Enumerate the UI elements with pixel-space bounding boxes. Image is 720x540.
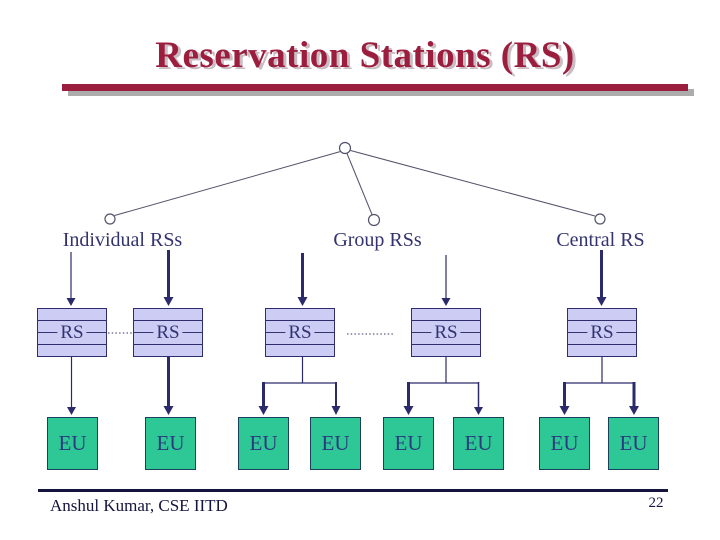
branch-node-individual bbox=[104, 213, 116, 225]
arrowhead-rs5 bbox=[596, 297, 607, 306]
tree-branch-lines bbox=[114, 150, 596, 217]
eu-box-7: EU bbox=[539, 417, 590, 470]
tree-root-node bbox=[338, 141, 352, 155]
eu-box-label: EU bbox=[249, 431, 278, 455]
eu-box-label: EU bbox=[619, 431, 648, 455]
rs-row-divider bbox=[266, 344, 334, 345]
label-to-rs-arrows bbox=[66, 250, 607, 306]
rs-box-2: RS bbox=[133, 308, 203, 357]
eu-box-label: EU bbox=[321, 431, 350, 455]
arrowhead-rs2 bbox=[163, 297, 174, 306]
eu-box-4: EU bbox=[310, 417, 361, 470]
arrowhead-eu5 bbox=[403, 406, 414, 415]
eu-box-label: EU bbox=[550, 431, 579, 455]
arrowhead-eu2 bbox=[163, 406, 174, 415]
branch-label-individual: Individual RSs bbox=[62, 229, 183, 251]
footer-author: Anshul Kumar, CSE IITD bbox=[50, 496, 228, 515]
eu-box-label: EU bbox=[58, 431, 87, 455]
eu-box-5: EU bbox=[383, 417, 434, 470]
eu-box-label: EU bbox=[464, 431, 493, 455]
rs-dotted-links bbox=[108, 332, 393, 335]
arrowhead-eu4 bbox=[331, 406, 341, 415]
rs-box-label: RS bbox=[153, 322, 183, 342]
rs-box-label: RS bbox=[587, 322, 617, 342]
rs-row-divider bbox=[38, 344, 106, 345]
arrowhead-rs4 bbox=[441, 298, 451, 306]
arrowhead-rs3 bbox=[297, 297, 308, 306]
rs-to-eu-connectors bbox=[67, 357, 639, 415]
eu-box-2: EU bbox=[145, 417, 196, 470]
arrowhead-rs1 bbox=[66, 298, 76, 306]
rs-row-divider bbox=[38, 320, 106, 321]
rs-box-label: RS bbox=[285, 322, 315, 342]
eu-box-label: EU bbox=[394, 431, 423, 455]
rs-row-divider bbox=[134, 320, 202, 321]
arrowhead-eu1 bbox=[67, 407, 76, 415]
rs-box-1: RS bbox=[37, 308, 107, 357]
arrowhead-eu3 bbox=[258, 406, 269, 415]
page-number: 22 bbox=[648, 495, 664, 511]
footer-rule bbox=[38, 489, 668, 492]
rs-box-4: RS bbox=[411, 308, 481, 357]
slide-title: Reservation Stations (RS) bbox=[155, 35, 575, 76]
branch-line-group bbox=[346, 153, 373, 215]
arrowhead-eu8 bbox=[629, 406, 639, 415]
branch-node-group bbox=[367, 213, 381, 227]
rs-row-divider bbox=[134, 344, 202, 345]
rs-row-divider bbox=[412, 320, 480, 321]
rs-row-divider bbox=[568, 344, 636, 345]
branch-label-central: Central RS bbox=[556, 229, 645, 251]
rs-box-3: RS bbox=[265, 308, 335, 357]
eu-box-6: EU bbox=[453, 417, 504, 470]
rs-row-divider bbox=[266, 320, 334, 321]
eu-box-8: EU bbox=[608, 417, 659, 470]
eu-box-3: EU bbox=[238, 417, 289, 470]
eu-box-1: EU bbox=[47, 417, 98, 470]
arrowhead-eu7 bbox=[559, 406, 570, 415]
branch-label-group: Group RSs bbox=[333, 229, 422, 251]
branch-node-central bbox=[594, 213, 606, 225]
branch-line-central bbox=[350, 150, 596, 217]
rs-row-divider bbox=[412, 344, 480, 345]
rs-row-divider bbox=[568, 320, 636, 321]
arrowhead-eu6 bbox=[474, 407, 483, 415]
eu-box-label: EU bbox=[156, 431, 185, 455]
title-rule bbox=[62, 84, 688, 91]
rs-box-5: RS bbox=[567, 308, 637, 357]
rs-box-label: RS bbox=[57, 322, 87, 342]
tree-nodes bbox=[104, 141, 606, 227]
rs-box-label: RS bbox=[431, 322, 461, 342]
branch-line-individual bbox=[114, 151, 341, 216]
